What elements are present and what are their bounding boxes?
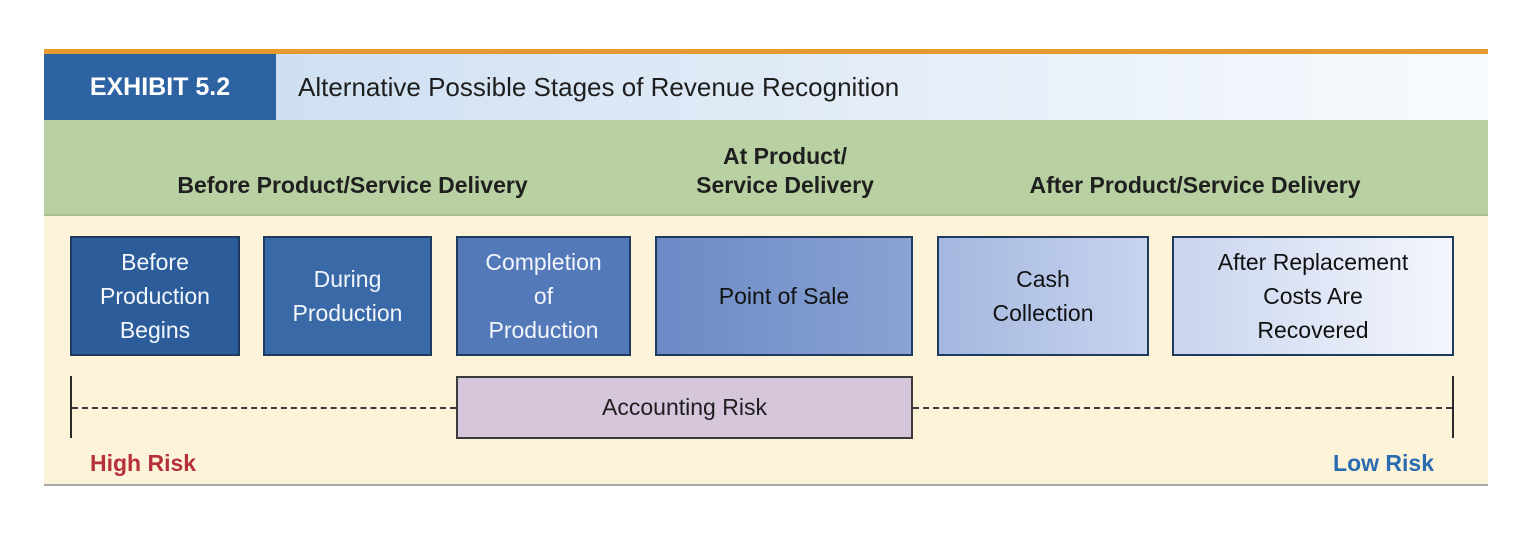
phase-at-delivery: At Product/ Service Delivery [696,143,874,198]
top-accent-rule [44,49,1488,54]
exhibit-number: EXHIBIT 5.2 [44,54,276,120]
stage-cash-collection: Cash Collection [937,236,1149,356]
stage-after-replacement-costs-recovered: After Replacement Costs Are Recovered [1172,236,1454,356]
stage-before-production-begins: Before Production Begins [70,236,240,356]
stage-point-of-sale: Point of Sale [655,236,913,356]
delivery-phase-band [44,120,1488,216]
high-risk-label: High Risk [90,450,197,476]
low-risk-label: Low Risk [1333,450,1434,476]
stage-during-production: During Production [263,236,432,356]
accounting-risk-box: Accounting Risk [456,376,913,439]
risk-scale-right-tick [1452,376,1454,438]
phase-after-delivery: After Product/Service Delivery [1029,172,1361,198]
stage-completion-of-production: Completion of Production [456,236,631,356]
risk-scale-left-dashed-line [72,407,456,409]
phase-before-delivery: Before Product/Service Delivery [177,172,528,198]
risk-scale-right-dashed-line [913,407,1452,409]
exhibit-title: Alternative Possible Stages of Revenue R… [276,54,1488,120]
risk-scale-left-tick [70,376,72,438]
